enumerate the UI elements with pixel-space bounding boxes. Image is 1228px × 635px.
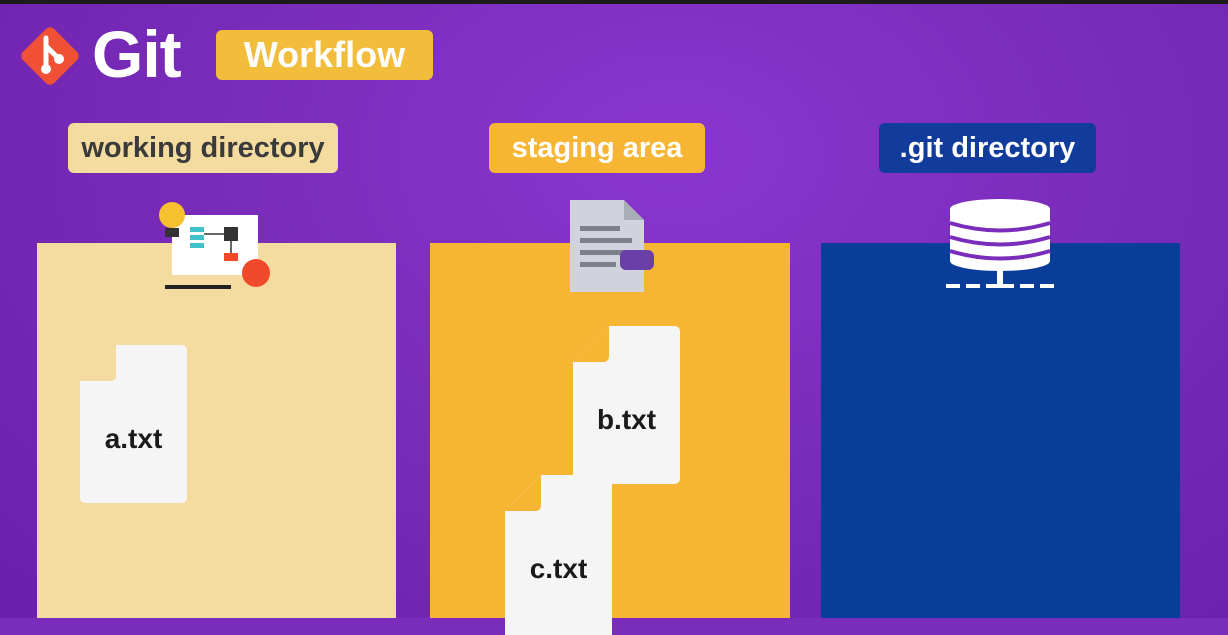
file-b-txt[interactable]: b.txt xyxy=(573,326,680,484)
git-directory-panel xyxy=(821,243,1180,618)
file-c-txt[interactable]: c.txt xyxy=(505,475,612,635)
file-a-txt[interactable]: a.txt xyxy=(80,345,187,503)
document-icon xyxy=(562,196,658,298)
git-directory-label: .git directory xyxy=(879,123,1096,173)
file-name: c.txt xyxy=(529,553,588,584)
file-name: b.txt xyxy=(596,404,657,435)
database-icon xyxy=(942,196,1058,292)
staging-area-label: staging area xyxy=(489,123,705,173)
workflow-badge: Workflow xyxy=(216,30,433,80)
file-name: a.txt xyxy=(104,423,163,454)
working-directory-label: working directory xyxy=(68,123,338,173)
git-logo-icon xyxy=(16,22,84,90)
top-bar xyxy=(0,0,1228,4)
git-title: Git xyxy=(92,17,182,91)
whiteboard-lightbulb-icon xyxy=(150,195,278,295)
